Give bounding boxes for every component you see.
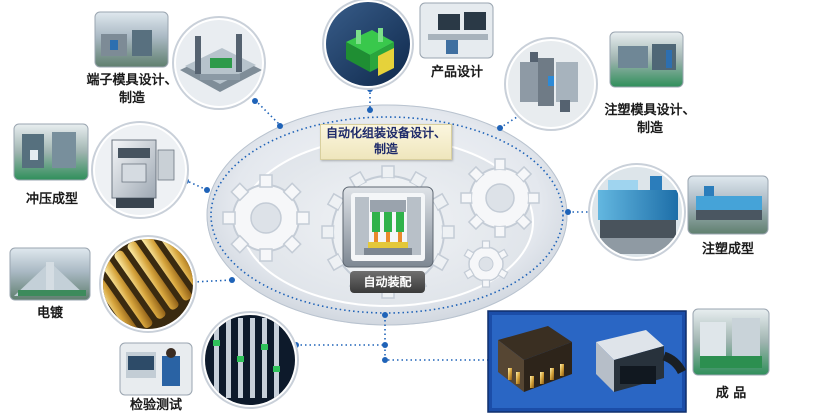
plating-circle-image xyxy=(99,235,197,333)
stamping-photo xyxy=(13,123,89,181)
injection-molding-label: 注塑成型 xyxy=(701,242,754,257)
stamping-press-circle-image xyxy=(91,121,189,219)
product-design-circle-image xyxy=(322,0,414,90)
inspection-photo xyxy=(119,342,193,396)
inspection-label: 检验测试 xyxy=(129,398,182,413)
connector-product-panel xyxy=(487,310,687,413)
center-caption-line2: 制造 xyxy=(373,142,398,156)
center-caption-line1: 自动化组装设备设计、 xyxy=(325,126,446,140)
gear-right-icon xyxy=(460,158,540,238)
finished-product-photo xyxy=(692,308,770,376)
injection-molding-photo xyxy=(687,175,769,235)
terminal-mold-photo xyxy=(94,11,169,68)
injection-mold-circle-image xyxy=(504,37,598,131)
injection-mold-label-line2: 制造 xyxy=(636,121,663,136)
stamping-label: 冲压成型 xyxy=(25,192,78,207)
gear-small-icon xyxy=(463,240,509,288)
terminal-mold-circle-image xyxy=(172,16,266,110)
injection-mold-photo xyxy=(609,31,684,88)
plating-photo xyxy=(9,247,91,301)
gear-left-icon xyxy=(222,174,310,262)
center-caption: 自动化组装设备设计、 制造 xyxy=(320,124,452,160)
assembly-machine-illustration xyxy=(342,186,434,268)
plating-label: 电镀 xyxy=(36,306,63,321)
inspection-circle-image xyxy=(201,311,299,409)
injection-molding-circle-image xyxy=(588,163,686,261)
product-design-label: 产品设计 xyxy=(430,65,483,80)
terminal-mold-label-line2: 制造 xyxy=(118,91,145,106)
terminal-mold-label: 端子模具设计、 制造 xyxy=(78,72,186,108)
auto-assembly-label: 自动装配 xyxy=(350,271,425,293)
injection-mold-label-line1: 注塑模具设计、 xyxy=(604,103,696,118)
terminal-mold-label-line1: 端子模具设计、 xyxy=(86,73,178,88)
finished-product-label: 成 品 xyxy=(715,386,747,401)
product-design-photo xyxy=(419,2,494,59)
injection-mold-label: 注塑模具设计、 制造 xyxy=(596,102,704,138)
